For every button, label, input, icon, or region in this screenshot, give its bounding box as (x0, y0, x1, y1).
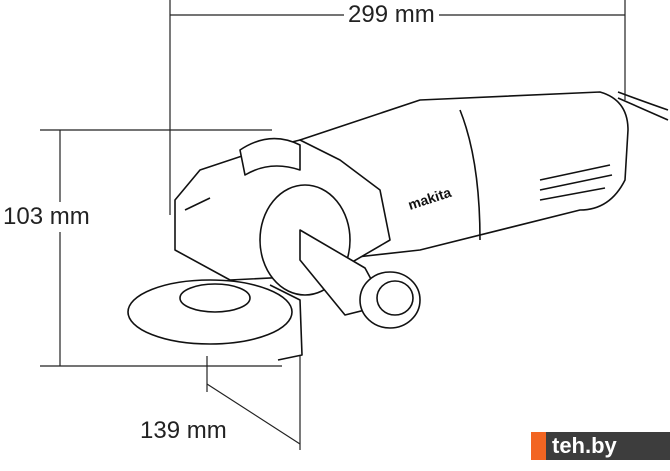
length-dimension: 299 mm (344, 2, 439, 28)
watermark: teh.by (531, 432, 670, 460)
watermark-text: teh.by (546, 432, 670, 460)
width-dimension: 139 mm (140, 417, 227, 444)
height-dimension: 103 mm (3, 202, 90, 232)
grinder-body (127, 91, 669, 361)
watermark-logo-icon (531, 432, 546, 460)
